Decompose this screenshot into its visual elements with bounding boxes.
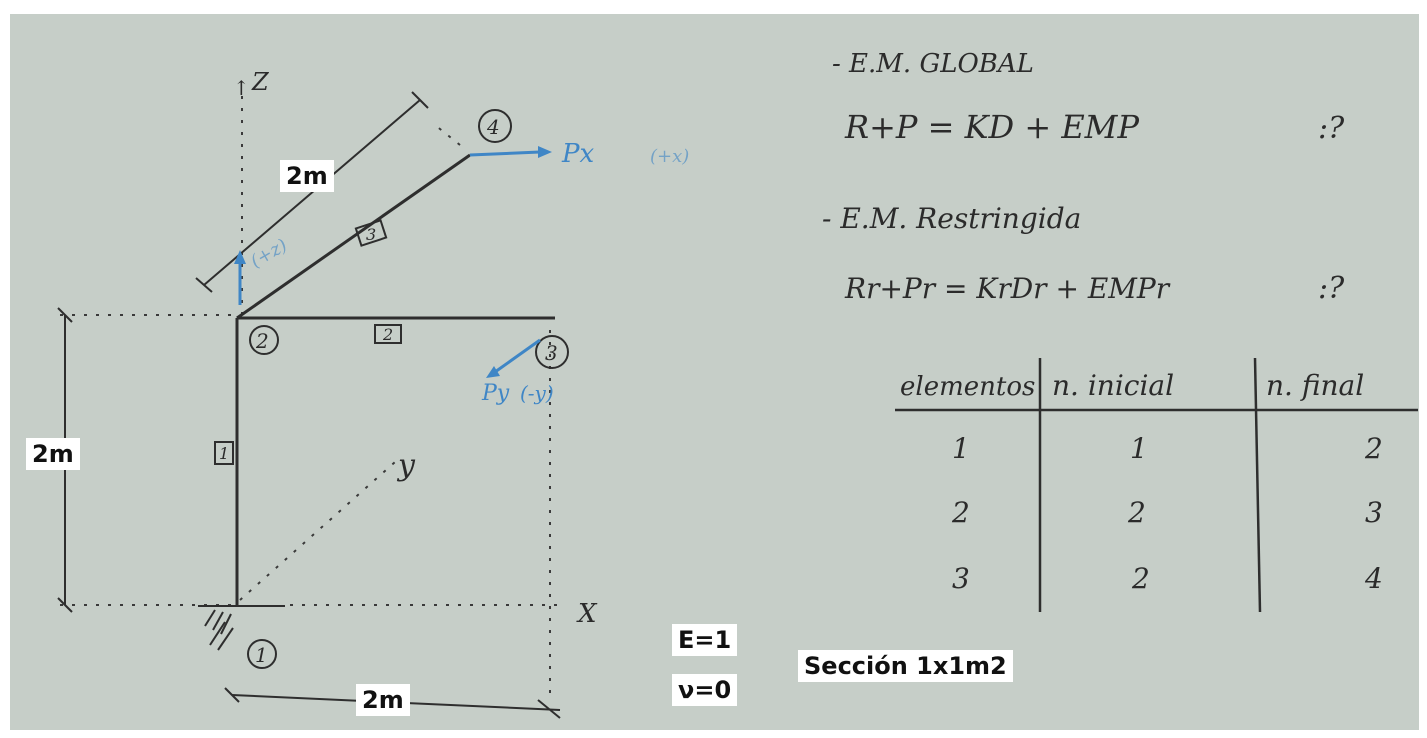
global-equation: R+P = KD + EMP	[844, 108, 1139, 146]
element-label-3: 3	[366, 225, 376, 244]
load-px-label: Px	[561, 139, 594, 169]
global-question: :?	[1318, 111, 1345, 146]
poisson-label: ν=0	[672, 674, 738, 706]
table-cell-r2c1: 2	[951, 496, 970, 529]
modulus-label: E=1	[672, 624, 738, 656]
load-px-arrow	[469, 146, 552, 158]
load-py-note: (-y)	[520, 381, 554, 405]
table-cell-r3c2: 2	[1131, 562, 1150, 595]
top-strip	[0, 0, 1427, 14]
element-label-1: 1	[219, 444, 229, 463]
table-cell-r3c3: 4	[1364, 562, 1383, 595]
element-label-2: 2	[382, 325, 393, 344]
dotted-guides	[60, 95, 560, 700]
table-lines	[895, 357, 1418, 613]
load-px-note: (+x)	[650, 146, 689, 167]
axis-x-label: X	[576, 599, 598, 629]
table-header-final: n. final	[1266, 369, 1364, 402]
table-cell-r3c1: 3	[952, 562, 970, 595]
restricted-title: - E.M. Restringida	[822, 202, 1081, 235]
fixed-support	[198, 605, 285, 651]
table-cell-r1c2: 1	[1130, 432, 1148, 465]
node-circles	[247, 109, 569, 669]
table-cell-r1c3: 2	[1364, 432, 1383, 465]
member-3	[236, 153, 471, 320]
table-header-elementos: elementos	[900, 372, 1035, 402]
restricted-equation: Rr+Pr = KrDr + EMPr	[844, 272, 1171, 305]
table-cell-r2c3: 3	[1365, 496, 1383, 529]
node-label-2: 2	[255, 329, 269, 353]
node-label-1: 1	[255, 643, 268, 667]
node-label-3: 3	[545, 341, 558, 365]
axis-z-arrow: ↑	[233, 76, 250, 100]
section-label: Sección 1x1m2	[798, 650, 1013, 682]
axis-y-label: y	[396, 448, 416, 483]
restricted-question: :?	[1318, 271, 1345, 306]
load-py-label: Py	[481, 381, 510, 406]
load-pz-note: (+z)	[247, 235, 291, 272]
load-pz-arrow	[234, 250, 246, 305]
global-title: - E.M. GLOBAL	[832, 49, 1034, 79]
table-header-inicial: n. inicial	[1052, 369, 1174, 402]
element-boxes	[214, 219, 402, 465]
dim-diagonal-label: 2m	[280, 160, 334, 192]
frame-members	[235, 153, 555, 605]
node-label-4: 4	[486, 115, 500, 139]
dim-horizontal-label: 2m	[356, 684, 410, 716]
table-cell-r1c1: 1	[952, 432, 970, 465]
load-py-arrow	[486, 338, 541, 378]
axis-z-label: Z	[251, 68, 270, 96]
whiteboard	[10, 14, 1419, 730]
dim-vertical-label: 2m	[26, 438, 80, 470]
table-cell-r2c2: 2	[1127, 496, 1146, 529]
